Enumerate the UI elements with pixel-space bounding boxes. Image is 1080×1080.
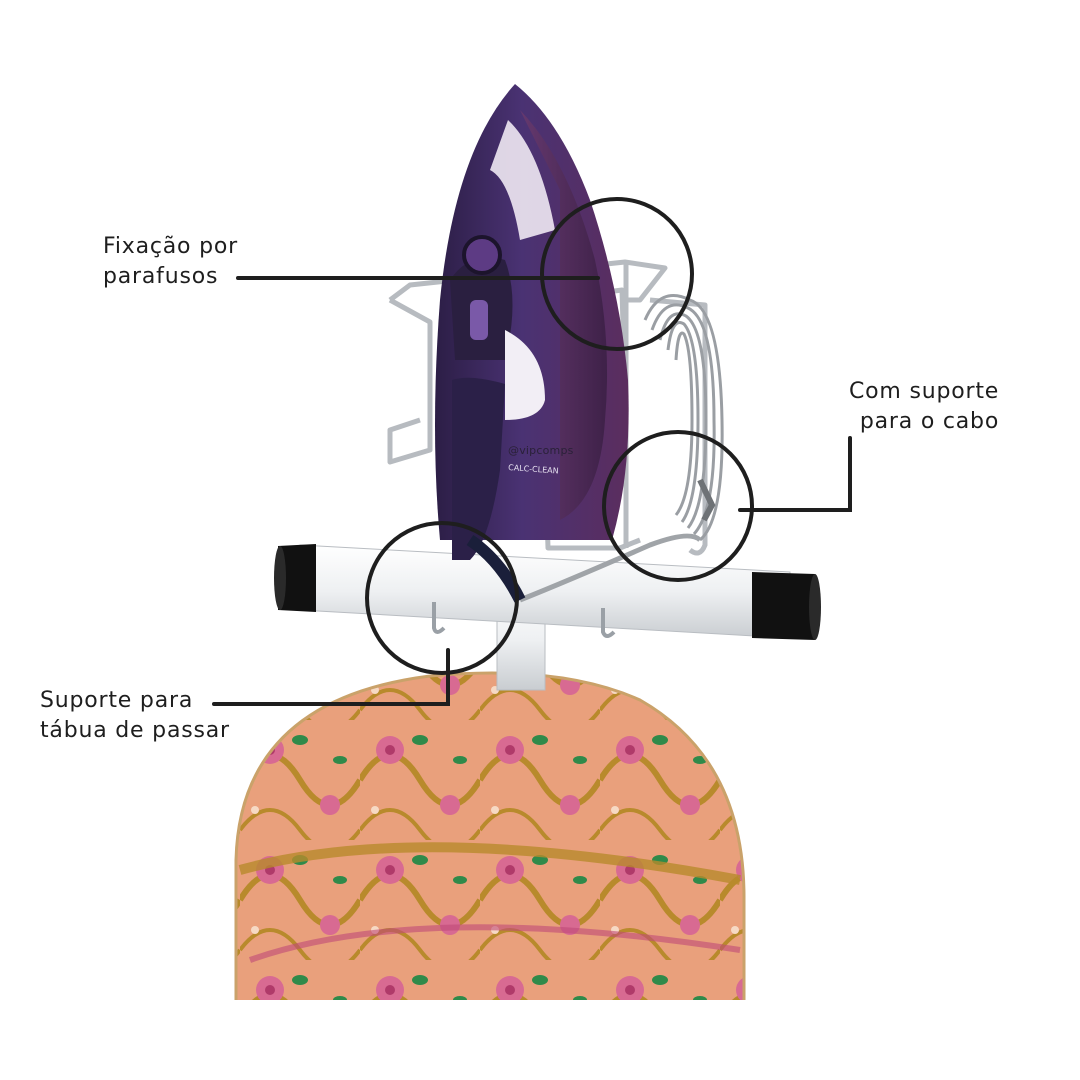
callout-cabo-line2: para o cabo [859,409,1000,434]
callout-cabo: Com suporte para o cabo [849,377,999,437]
callout-fixacao: Fixação por parafusos [103,232,238,292]
callout-fixacao-line1: Fixação por [103,234,238,259]
magnifier-circle-icon [602,430,754,582]
watermark: @vipcomps [508,444,574,457]
magnifier-circle-icon [540,197,694,351]
ironing-board [234,671,746,1000]
coiled-cable [519,294,724,603]
callout-fixacao-line2: parafusos [103,264,219,289]
callout-tabua: Suporte para tábua de passar [40,686,230,746]
magnifier-circle-icon [365,521,519,675]
callout-tabua-line1: Suporte para [40,688,194,713]
callout-tabua-line2: tábua de passar [40,718,230,743]
steam-iron: CALC-CLEAN [435,84,629,603]
support-bar [274,544,821,640]
callout-cabo-line1: Com suporte [849,379,1000,404]
iron-brand-text: CALC-CLEAN [508,463,559,476]
callout-lines [212,276,852,706]
